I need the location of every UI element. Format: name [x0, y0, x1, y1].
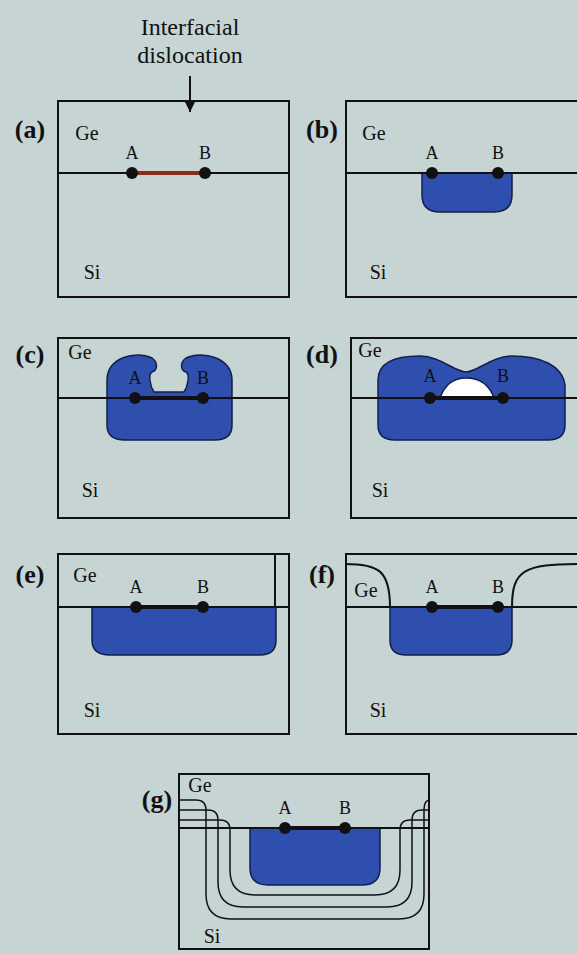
pin-point [492, 601, 504, 613]
layer-label: Ge [354, 580, 377, 600]
point-label: A [279, 799, 292, 817]
point-label: A [426, 144, 439, 162]
layer-label: Si [370, 700, 387, 720]
interface-line [57, 397, 290, 399]
interface-line [57, 606, 290, 608]
layer-label: Ge [362, 123, 385, 143]
callout-label: Interfacial dislocation [115, 14, 265, 69]
point-label: B [197, 578, 209, 596]
point-label: A [126, 144, 139, 162]
pin-point [199, 167, 211, 179]
pin-point [197, 392, 209, 404]
point-label: B [492, 578, 504, 596]
layer-label: Si [204, 926, 221, 946]
point-label: B [199, 144, 211, 162]
panel-label: (g) [142, 787, 172, 813]
unreacted-hole [440, 378, 494, 398]
layer-label: Si [84, 700, 101, 720]
pin-point [497, 392, 509, 404]
dislocation-line [430, 396, 503, 400]
leader-arrow [189, 76, 191, 112]
reacted-region [250, 828, 380, 885]
point-label: A [130, 578, 143, 596]
layer-label: Ge [358, 340, 381, 360]
panel-box: (b)GeABSi [345, 100, 577, 298]
layer-boundary [274, 553, 276, 607]
point-label: B [339, 799, 351, 817]
panel-box: (g)GeABSi [178, 773, 430, 950]
pin-point [279, 822, 291, 834]
reacted-region [390, 607, 512, 655]
pin-point [426, 601, 438, 613]
interface-line [57, 172, 290, 174]
dislocation-line [135, 396, 203, 400]
layer-label: Si [372, 480, 389, 500]
layer-label: Ge [68, 342, 91, 362]
layer-label: Ge [188, 775, 211, 795]
panel-box: (e)GeABSi [57, 553, 290, 735]
layer-label: Si [82, 480, 99, 500]
interface-line [178, 827, 430, 829]
panel-box: (c)GeABSi [57, 337, 290, 519]
panel-label: (a) [15, 117, 45, 143]
panel-label: (b) [306, 117, 338, 143]
layer-label: Ge [75, 123, 98, 143]
layer-label: Si [370, 262, 387, 282]
panel-label: (c) [16, 342, 45, 368]
pin-point [339, 822, 351, 834]
point-label: B [197, 369, 209, 387]
panel-label: (f) [309, 562, 335, 588]
point-label: B [492, 144, 504, 162]
panel-label: (e) [16, 562, 45, 588]
dislocation-line [136, 605, 203, 609]
layer-label: Si [84, 262, 101, 282]
point-label: A [426, 578, 439, 596]
panel-box: (f)GeABSi [345, 553, 577, 735]
interface-line [350, 397, 577, 399]
layer-boundary [178, 800, 430, 919]
pin-point [426, 167, 438, 179]
layer-boundary [512, 564, 577, 607]
panel-box: (a)GeABSi [57, 100, 290, 298]
pin-point [126, 167, 138, 179]
pin-point [129, 392, 141, 404]
reacted-region [92, 607, 276, 655]
pin-point [424, 392, 436, 404]
pin-point [492, 167, 504, 179]
point-label: B [497, 367, 509, 385]
pin-point [130, 601, 142, 613]
layer-boundary [178, 820, 430, 895]
dislocation-line [432, 605, 498, 609]
layer-boundary [178, 810, 430, 907]
panel-box: (d)GeABSi [350, 337, 577, 519]
layer-label: Ge [73, 565, 96, 585]
layer-boundary [345, 564, 390, 607]
point-label: A [129, 369, 142, 387]
interface-line [345, 606, 577, 608]
dislocation-line [132, 171, 205, 175]
interface-line [345, 172, 577, 174]
panel-label: (d) [306, 342, 338, 368]
point-label: A [424, 367, 437, 385]
pin-point [197, 601, 209, 613]
dislocation-line [285, 826, 345, 830]
